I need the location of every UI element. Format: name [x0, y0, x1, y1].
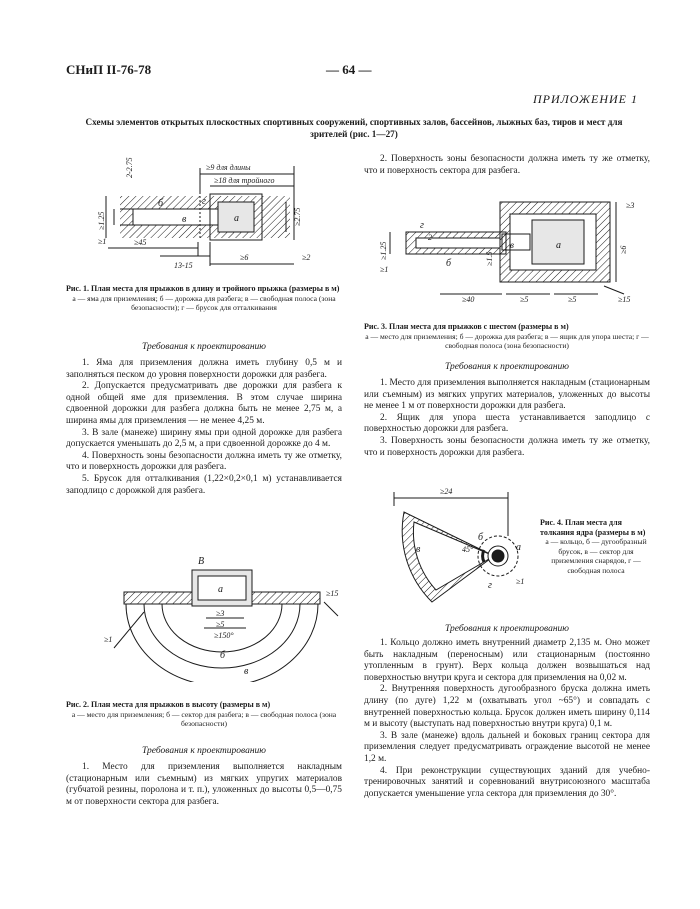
fig4-label-v: в: [416, 544, 421, 555]
figure-3-caption-block: Рис. 3. План места для прыжков с шестом …: [364, 322, 650, 351]
page-number: — 64 —: [326, 62, 372, 77]
fig3-label-40: ≥40: [462, 295, 474, 304]
fig4-label-g: г: [488, 580, 492, 591]
req4-item: 4. При реконструкции существующих зданий…: [364, 765, 650, 799]
fig4-label-b: б: [478, 532, 484, 543]
req3-heading: Требования к проектированию: [444, 362, 570, 372]
fig2-label-150: ≥150°: [214, 631, 234, 640]
col2-top-item: 2. Поверхность зоны безопасности должна …: [364, 154, 650, 176]
figure-1-legend: а — яма для приземления; б — дорожка для…: [72, 293, 336, 313]
req1-list: 1. Яма для приземления должна иметь глуб…: [66, 358, 342, 497]
fig3-label-15: ≥15: [618, 295, 630, 304]
document-title: Схемы элементов открытых плоскостных спо…: [85, 117, 623, 139]
req4-item: 1. Кольцо должно иметь внутренний диамет…: [364, 638, 650, 683]
fig1-label-2: ≥2: [302, 253, 310, 262]
figure-1-caption: Рис. 1. План места для прыжков в длину и…: [66, 284, 340, 293]
fig1-label-18: ≥18 для тройного: [214, 176, 275, 185]
req2-heading: Требования к проектированию: [141, 746, 267, 756]
figure-2-high-jump-plan: ≥3 ≥5 ≥15 ≥150° ≥1 а б в В: [104, 556, 338, 682]
figure-1-caption-block: Рис. 1. План места для прыжков в длину и…: [66, 284, 342, 313]
fig2-label-b: б: [220, 650, 226, 661]
req1-item: 2. Допускается предусматривать две дорож…: [66, 381, 342, 426]
fig2-label-3: ≥3: [216, 609, 224, 618]
fig3-label-3: ≥3: [626, 201, 634, 210]
fig1-label-9: ≥9 для длины: [206, 163, 251, 172]
req1-heading: Требования к проектированию: [141, 342, 267, 352]
fig4-label-a: а: [516, 542, 521, 553]
req3-item: 1. Место для приземления выполняется нак…: [364, 378, 650, 412]
req4-item: 2. Внутренняя поверхность дугообразного …: [364, 684, 650, 730]
figure-4-caption-block: Рис. 4. План места для толкания ядра (ра…: [540, 518, 652, 576]
fig2-label-v: в: [244, 666, 249, 677]
fig1-label-275: 2-2.75: [125, 157, 134, 178]
figure-1-long-jump-plan: ≥9 для длины ≥18 для тройного 2-2.75 ≥1.…: [98, 157, 310, 270]
req1-item: 3. В зале (манеже) ширину ямы при одной …: [66, 427, 342, 450]
fig3-label-15b: ≥1.5: [485, 252, 494, 266]
req3-item: 3. Поверхность зоны безопасности должна …: [364, 435, 650, 458]
fig1-label-v: в: [182, 214, 187, 225]
figure-2-legend: а — место для приземления; б — сектор дл…: [71, 709, 337, 729]
fig1-label-45: ≥45: [134, 238, 146, 247]
fig3-label-125: ≥1.25: [380, 242, 388, 260]
fig2-label-B: В: [198, 556, 204, 567]
fig1-label-125: ≥1.25: [98, 212, 106, 230]
fig1-label-g: г: [202, 196, 206, 207]
fig3-label-g: г: [420, 220, 424, 231]
document-code: СНиП II-76-78: [66, 62, 152, 77]
req3-list: 1. Место для приземления выполняется нак…: [364, 378, 650, 459]
fig3-label-6: ≥6: [619, 246, 628, 254]
fig2-label-a: а: [218, 584, 223, 595]
fig1-label-a: а: [234, 213, 239, 224]
fig1-label-1: ≥1: [98, 237, 106, 246]
fig2-label-5: ≥5: [216, 620, 224, 629]
fig4-label-1: ≥1: [516, 577, 524, 586]
fig3-label-2: 2: [428, 233, 432, 242]
fig3-label-v: в: [510, 240, 514, 250]
fig3-label-1: ≥1: [380, 265, 388, 274]
figure-3-legend: а — место для приземления; б — дорожка д…: [365, 331, 649, 351]
req4-list: 1. Кольцо должно иметь внутренний диамет…: [364, 638, 650, 800]
fig4-label-45: 45°: [462, 545, 474, 554]
appendix-label: ПРИЛОЖЕНИЕ 1: [533, 92, 638, 106]
figure-3-caption: Рис. 3. План места для прыжков с шестом …: [364, 322, 569, 331]
fig3-label-a: а: [556, 240, 561, 251]
figure-4-legend: а — кольцо, б — дугообразный брусок, в —…: [545, 537, 647, 575]
req2-item: 1. Место для приземления выполняется нак…: [66, 762, 342, 807]
req1-item: 5. Брусок для отталкивания (1,22×0,2×0,1…: [66, 473, 342, 496]
fig2-label-1: ≥1: [104, 635, 112, 644]
figure-4-shot-put-plan: ≥24 45° ≥1 а б в г: [393, 487, 524, 603]
fig3-label-b: б: [446, 258, 452, 269]
fig1-label-1315: 13-15: [174, 261, 193, 270]
req4-heading: Требования к проектированию: [444, 624, 570, 634]
req3-item: 2. Ящик для упора шеста устанавливается …: [364, 412, 650, 435]
fig1-label-6: ≥6: [240, 253, 248, 262]
req4-item: 3. В зале (манеже) вдоль дальней и боков…: [364, 730, 650, 764]
fig1-label-b: б: [158, 198, 164, 209]
col2-top-text: 2. Поверхность зоны безопасности должна …: [364, 154, 650, 177]
figure-2-caption-block: Рис. 2. План места для прыжков в высоту …: [66, 700, 342, 729]
fig2-label-15: ≥15: [326, 589, 338, 598]
fig3-label-5b: ≥5: [568, 295, 576, 304]
figure-3-pole-vault-plan: ≥40 ≥5 ≥5 ≥15 ≥1.25 ≥1 ≥6 ≥3 ≥1.5 а б в …: [380, 201, 634, 304]
fig1-label-275b: ≥2.75: [293, 208, 302, 226]
fig4-label-24: ≥24: [440, 487, 452, 496]
fig3-label-5a: ≥5: [520, 295, 528, 304]
req2-list: 1. Место для приземления выполняется нак…: [66, 762, 342, 808]
req1-item: 4. Поверхность зоны безопасности должна …: [66, 450, 342, 473]
figure-2-caption: Рис. 2. План места для прыжков в высоту …: [66, 700, 271, 709]
req1-item: 1. Яма для приземления должна иметь глуб…: [66, 358, 342, 380]
figure-4-caption: Рис. 4. План места для толкания ядра (ра…: [540, 518, 646, 537]
